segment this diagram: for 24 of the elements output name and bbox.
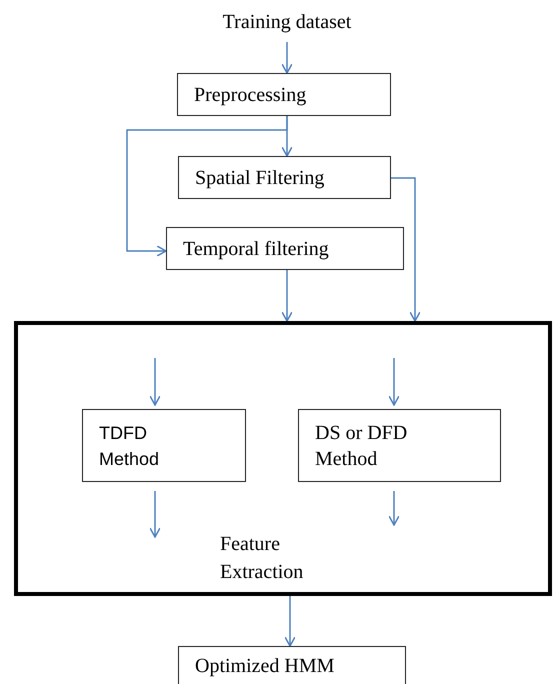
arrow bbox=[149, 358, 161, 406]
arrow bbox=[388, 491, 400, 526]
process-box bbox=[166, 227, 404, 270]
process-box bbox=[177, 73, 391, 116]
arrow bbox=[388, 358, 400, 406]
group-label: Feature Extraction bbox=[220, 532, 304, 585]
method-box bbox=[82, 409, 246, 482]
process-box bbox=[178, 156, 391, 199]
arrow bbox=[126, 116, 288, 257]
arrow bbox=[281, 42, 293, 74]
input-label: Training dataset bbox=[222, 10, 352, 35]
arrow bbox=[284, 596, 296, 647]
process-box bbox=[178, 646, 406, 684]
group-frame bbox=[14, 321, 552, 596]
box-label: Spatial Filtering bbox=[195, 166, 324, 190]
box-label: Temporal filtering bbox=[183, 236, 329, 262]
arrow bbox=[281, 270, 293, 322]
box-label: Preprocessing bbox=[194, 82, 306, 108]
arrow bbox=[391, 177, 421, 322]
method-box bbox=[298, 409, 501, 482]
box-label: Optimized HMM bbox=[195, 654, 334, 679]
box-label: DS or DFD Method bbox=[315, 420, 408, 472]
box-label: TDFD Method bbox=[99, 422, 160, 470]
arrow bbox=[149, 491, 161, 538]
